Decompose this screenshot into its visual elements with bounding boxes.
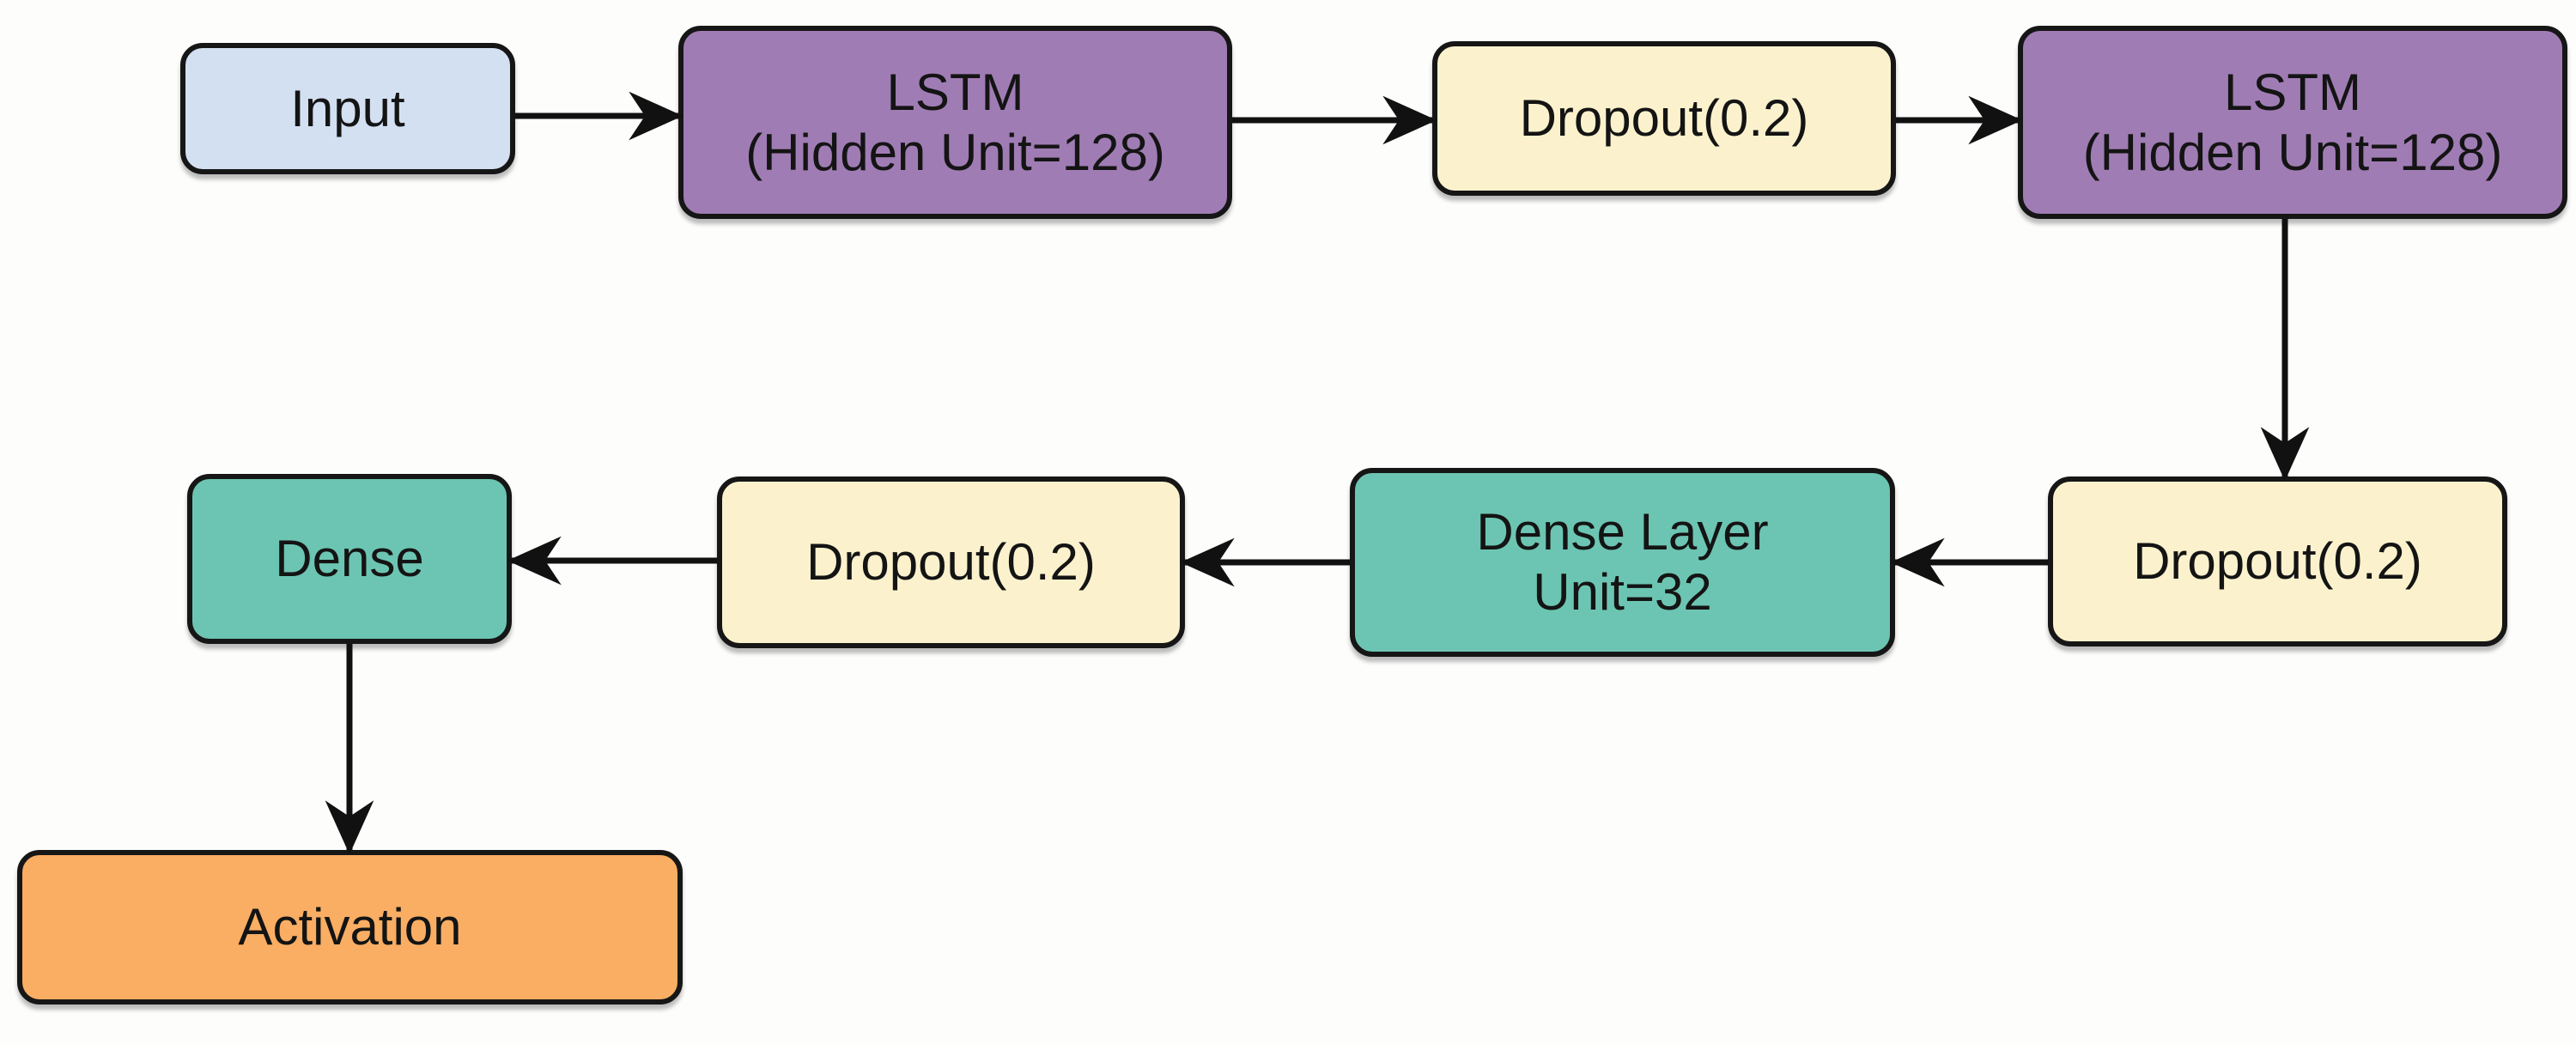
node-label: Input <box>290 79 405 137</box>
node-label: Dropout(0.2) <box>806 533 1096 592</box>
node-label: LSTM <box>2223 63 2362 121</box>
node-label: Dense <box>275 530 424 588</box>
node-label: LSTM <box>886 63 1024 121</box>
node-lstm1: LSTM(Hidden Unit=128) <box>678 26 1232 219</box>
node-label: (Hidden Unit=128) <box>745 123 1165 181</box>
node-dense: Dense <box>187 474 512 644</box>
node-label: Dropout(0.2) <box>2133 532 2422 591</box>
node-lstm2: LSTM(Hidden Unit=128) <box>2018 26 2567 219</box>
node-label: Unit=32 <box>1533 563 1712 621</box>
node-dropout1: Dropout(0.2) <box>1432 41 1896 196</box>
node-activation: Activation <box>17 850 683 1005</box>
node-dropout3: Dropout(0.2) <box>717 476 1185 648</box>
node-label: (Hidden Unit=128) <box>2082 123 2503 181</box>
node-label: Activation <box>238 898 462 956</box>
node-label: Dense Layer <box>1476 503 1769 561</box>
node-input: Input <box>180 43 515 174</box>
node-dropout2: Dropout(0.2) <box>2048 476 2507 646</box>
node-label: Dropout(0.2) <box>1519 89 1809 148</box>
